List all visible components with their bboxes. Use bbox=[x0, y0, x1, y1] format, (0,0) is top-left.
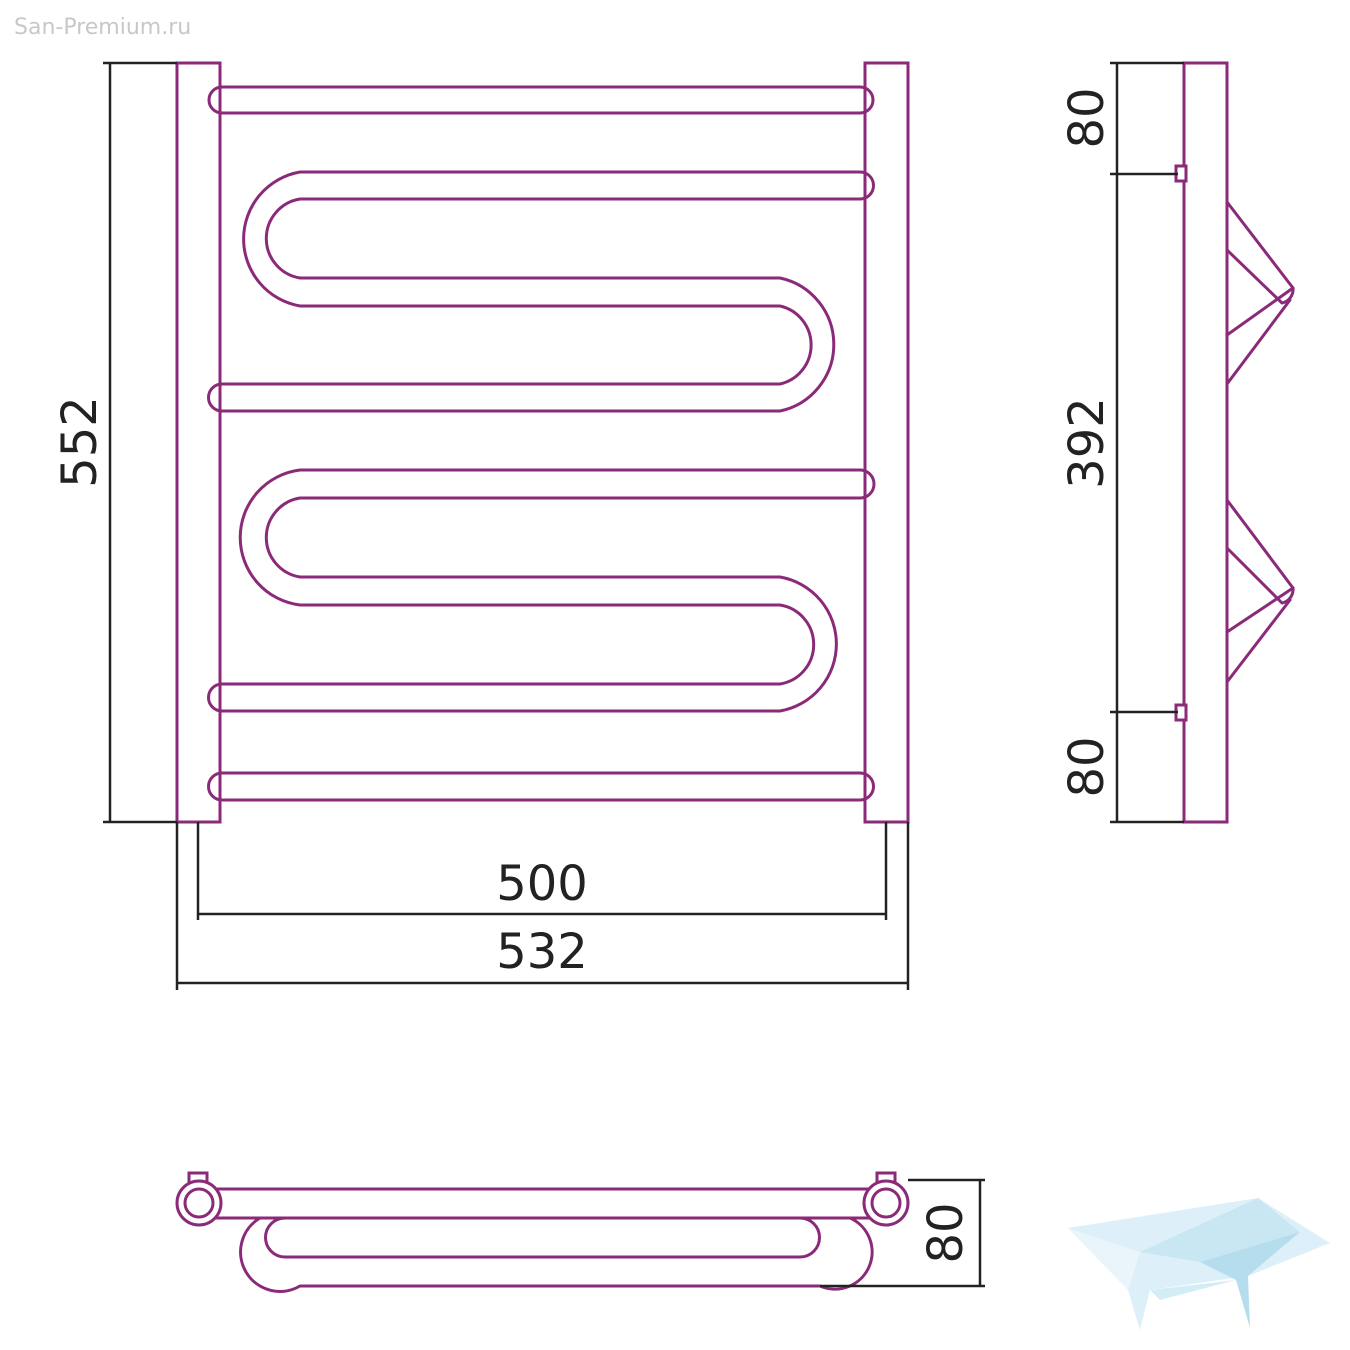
side-view bbox=[1174, 61, 1295, 824]
side-arm-lower-top bbox=[1225, 498, 1295, 605]
side-arm-upper-mid bbox=[1225, 286, 1295, 337]
left-post bbox=[175, 61, 222, 824]
serpentine-upper bbox=[207, 170, 875, 413]
bathtub-logo-icon bbox=[1068, 1198, 1330, 1330]
side-arm-upper-bottom bbox=[1225, 298, 1292, 386]
bottom-view bbox=[175, 1171, 910, 1293]
inner-width-label: 500 bbox=[496, 856, 588, 912]
side-dimensions: 80 392 80 bbox=[1059, 61, 1184, 824]
serpentine-lower bbox=[207, 468, 876, 713]
depth-dimension: 80 bbox=[820, 1178, 985, 1288]
side-arm-lower-mid bbox=[1225, 586, 1295, 634]
bottom-view-loop-outer bbox=[239, 1216, 874, 1293]
depth-label: 80 bbox=[918, 1202, 974, 1263]
front-view bbox=[175, 61, 910, 824]
watermark-text: San-Premium.ru bbox=[14, 15, 191, 40]
top-bar bbox=[207, 85, 875, 115]
bottom-cap-left-inner bbox=[183, 1187, 215, 1219]
side-post bbox=[1182, 61, 1229, 824]
width-dimensions: 500 532 bbox=[175, 822, 910, 990]
side-top-label: 80 bbox=[1059, 87, 1115, 148]
side-bottom-label: 80 bbox=[1059, 736, 1115, 797]
side-arm-upper-top bbox=[1225, 200, 1295, 305]
height-label: 552 bbox=[52, 396, 108, 488]
side-center-label: 392 bbox=[1059, 397, 1115, 489]
overall-width-label: 532 bbox=[496, 924, 588, 980]
bottom-view-bar bbox=[197, 1187, 887, 1220]
side-arm-lower-bottom bbox=[1225, 598, 1292, 684]
height-dimension: 552 bbox=[52, 61, 177, 824]
bottom-view-loop-inner bbox=[264, 1216, 821, 1259]
bottom-cap-right-inner bbox=[870, 1187, 902, 1219]
bottom-bar bbox=[207, 771, 875, 802]
